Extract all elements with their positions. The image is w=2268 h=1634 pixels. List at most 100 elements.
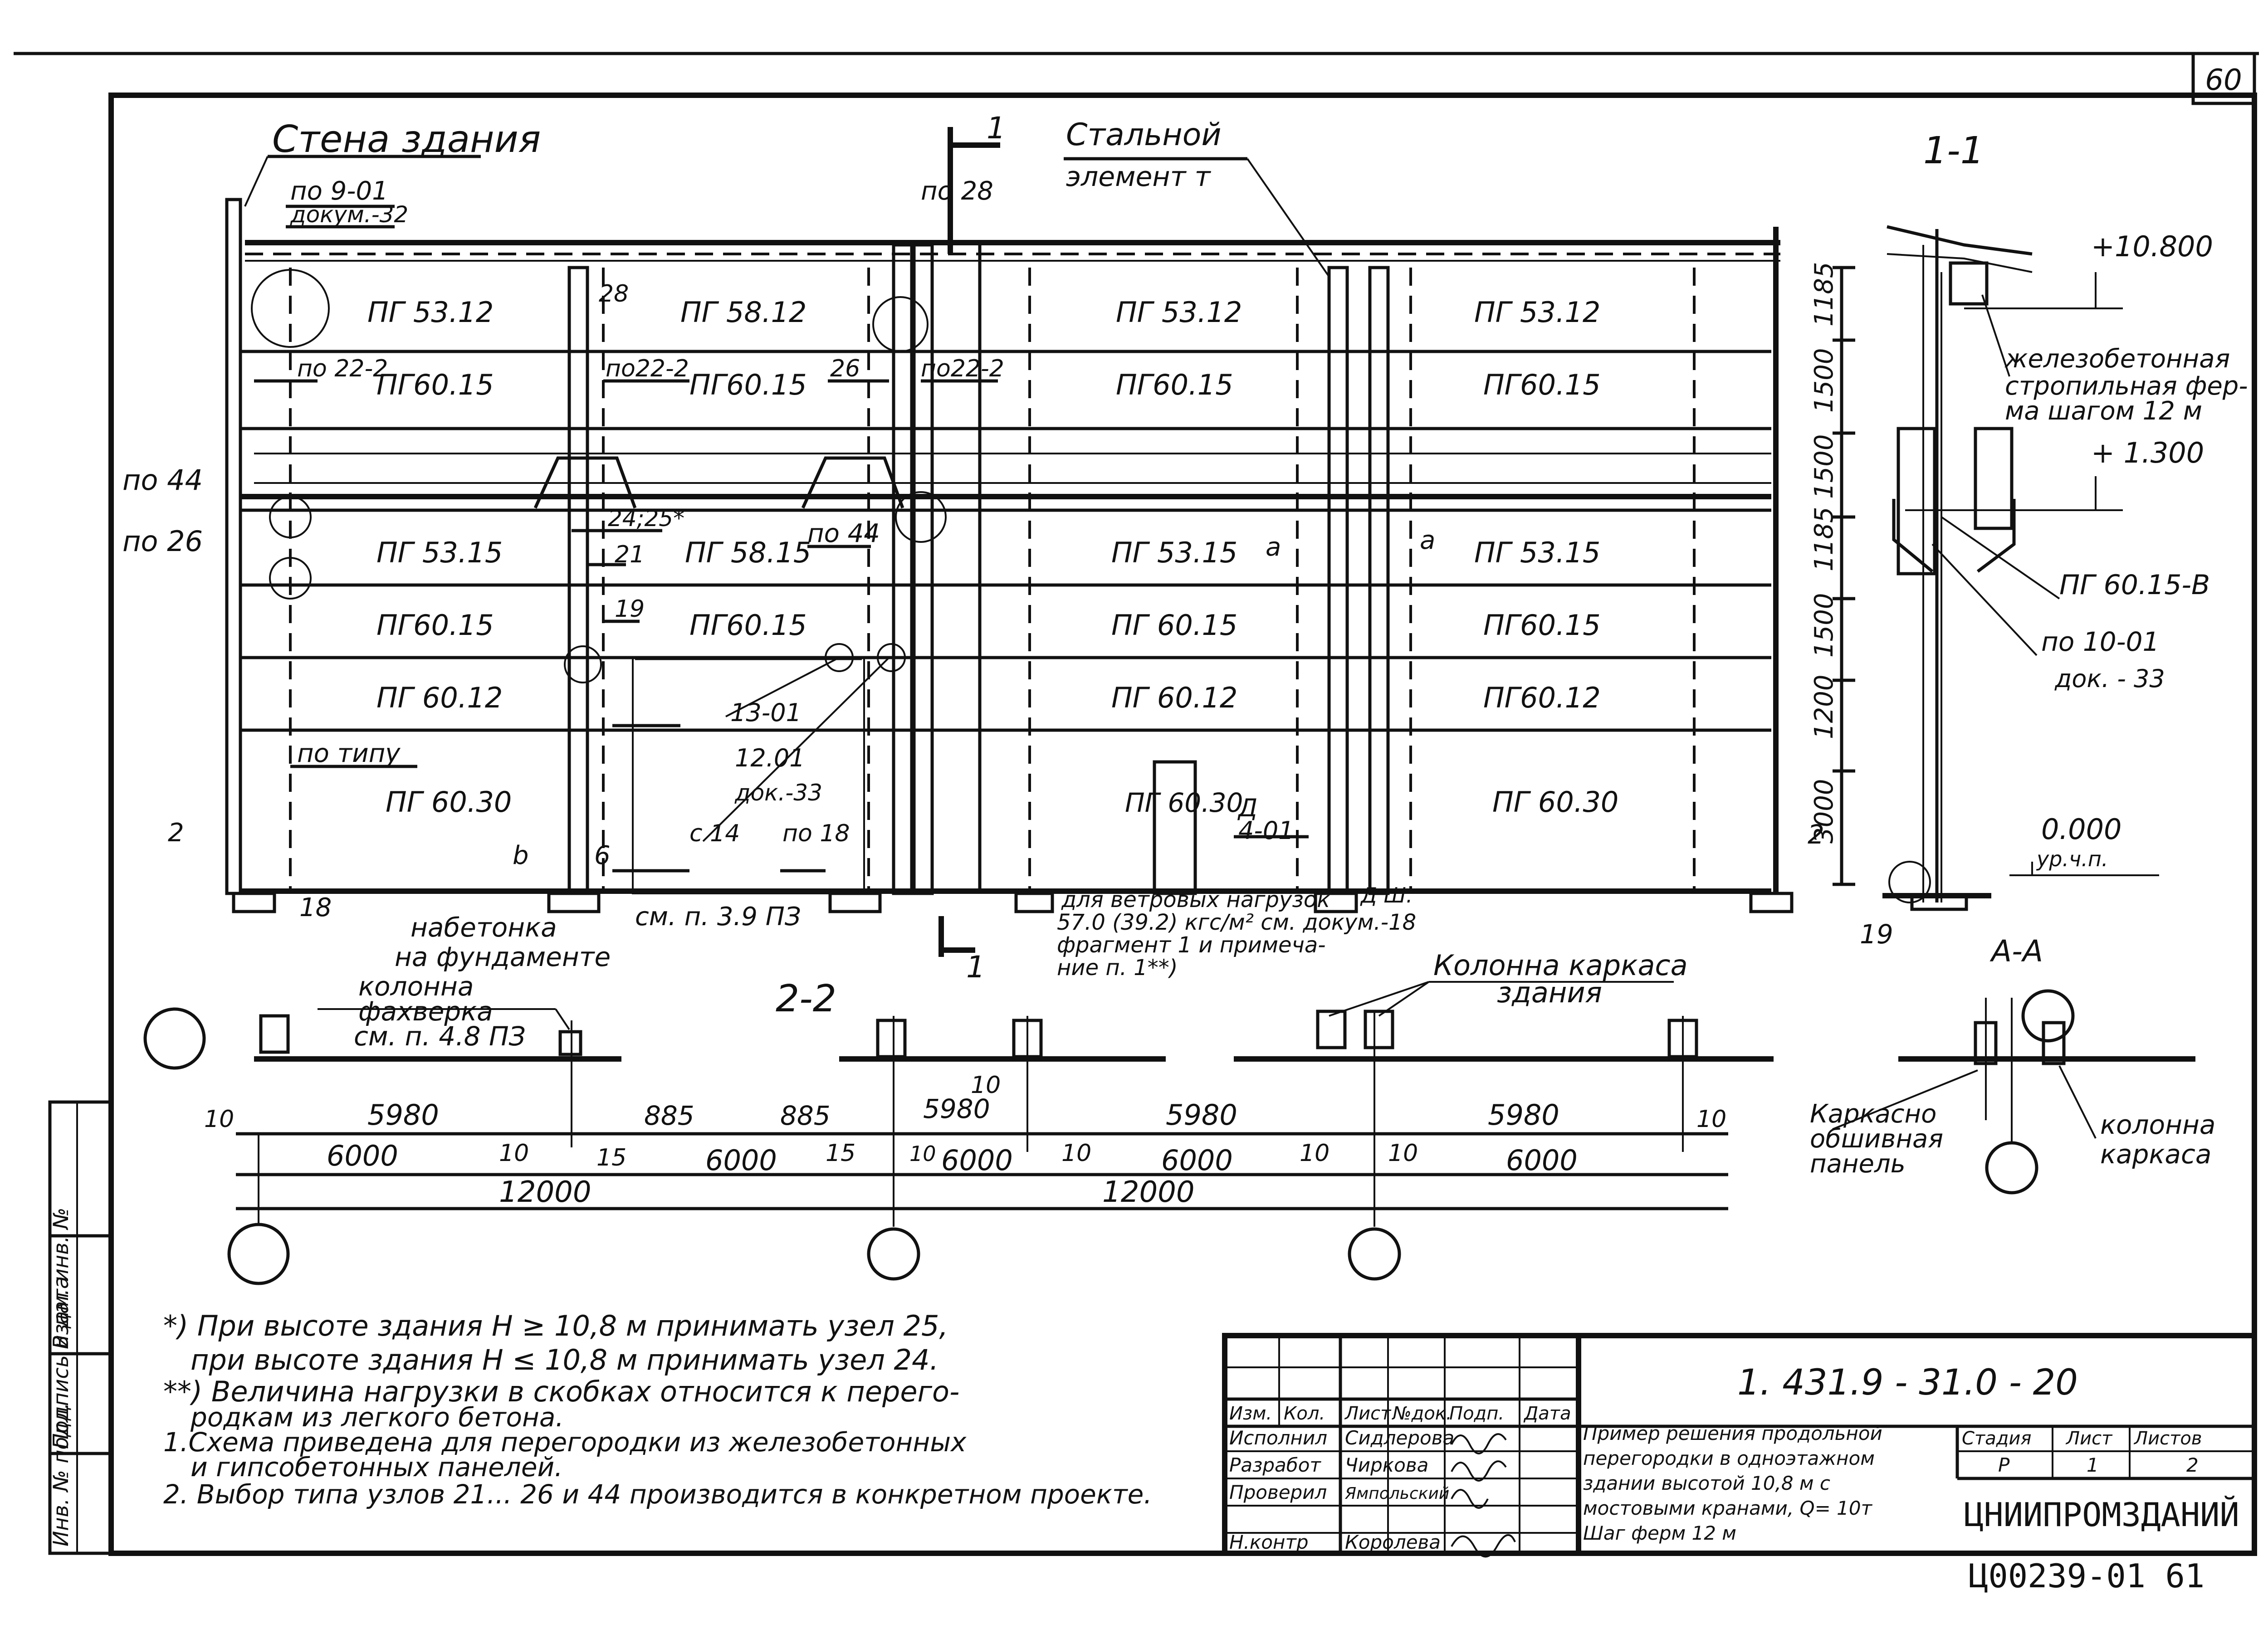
desc-1: Пример решения продольной [1583,1422,1882,1444]
section-1-1-ticks [1833,266,1855,886]
node-2-left: 2 [168,818,184,848]
footnotes: *) При высоте здания Н ≥ 10,8 м принимат… [163,1309,1152,1510]
sheet-value: 1 [2087,1454,2099,1476]
footnote-5: 1.Схема приведена для перегородки из жел… [163,1427,967,1458]
wind-note-3: фрагмент 1 и примеча- [1057,932,1326,958]
signature-4 [1451,1534,1516,1558]
ref-28: по 28 [921,176,993,206]
panel-r1-2: ПГ 58.12 [680,296,807,329]
panel-r1-1: ПГ 53.12 [367,296,494,329]
hdr-data: Дата [1523,1403,1571,1424]
name-2: Чиркова [1345,1454,1428,1476]
panel-labels: ПГ 53.12 ПГ 58.12 ПГ 53.12 ПГ 53.12 ПГ60… [367,296,1618,819]
stage-header: Стадия [1962,1428,2031,1449]
node-24-25: 24;25* [608,505,684,532]
dim-10-c: 10 [1696,1106,1726,1133]
dim-885-b: 885 [780,1100,831,1131]
role-4: Н.контр [1229,1531,1309,1553]
leaders [244,155,1330,873]
hdr-kol: Кол. [1284,1403,1325,1424]
wind-note-2: 57.0 (39.2) кгс/м² см. докум.-18 [1057,910,1416,935]
dim-10-d: 10 [499,1140,529,1167]
panel-rows [240,350,1771,894]
panel-r4-1: ПГ60.15 [376,609,494,642]
desc-2: перегородки в одноэтажном [1583,1447,1875,1469]
role-2: Разработ [1229,1454,1321,1476]
node-28: 28 [599,280,629,307]
dim-6000-d: 6000 [1161,1144,1233,1177]
nabetonka-1: набетонка [411,912,557,943]
frame-col-2: здания [1497,976,1602,1009]
section-mark-top: 1 [987,111,1006,146]
mark-b: b [513,841,529,870]
panel-r5-1: ПГ 60.12 [376,681,503,714]
node-2-section: 2 [1808,819,1824,850]
node-21: 21 [615,541,645,568]
panel-r2-4: ПГ60.15 [1483,368,1601,401]
doc-code: 1. 431.9 - 31.0 - 20 [1737,1362,2078,1403]
mark-a-2: а [1420,526,1435,555]
panel-r3-2: ПГ 58.15 [685,536,811,569]
plan-2-2: 2-2 [143,949,2195,1285]
dim-1500-a: 1500 [1809,348,1839,413]
dim-1500-b: 1500 [1809,434,1839,499]
plan-2-2-title: 2-2 [776,977,836,1020]
panel-r1-3: ПГ 53.12 [1116,296,1242,329]
dim-15-a: 15 [596,1144,626,1171]
signature-3 [1451,1489,1489,1509]
node-markers [251,269,1931,903]
name-3: Ямпольский [1344,1484,1449,1503]
stamp-inv-label: Инв. № подл. [49,1403,73,1546]
signature-1 [1451,1433,1507,1454]
role-3: Проверил [1229,1481,1327,1503]
steel-label-1: Стальной [1066,117,1222,153]
bottom-code: Ц00239-01 61 [1969,1557,2204,1595]
node-12-01: 12.01 [735,744,805,772]
hdr-podp: Подп. [1449,1403,1504,1424]
panel-r1-4: ПГ 53.12 [1474,296,1600,329]
desc-4: мостовыми кранами, Q= 10т [1583,1497,1873,1519]
dim-6000-b: 6000 [705,1144,777,1177]
dim-10-h: 10 [1388,1140,1418,1167]
nabetonka-2: на фундаменте [395,941,611,972]
mark-a-1: а [1266,532,1281,562]
steel-label-2: элемент т [1066,161,1212,193]
name-4: Королева [1345,1531,1441,1553]
signature-2 [1451,1460,1507,1482]
wall-label: Стена здания [272,118,541,161]
dim-5980-c: 5980 [1166,1098,1237,1132]
node-19-section: 19 [1860,919,1893,950]
footnote-1: *) При высоте здания Н ≥ 10,8 м принимат… [163,1309,948,1342]
dim-10-g: 10 [1300,1140,1330,1167]
panel-r6-2: ПГ 60.30 [1125,787,1243,818]
dim-15-b: 15 [826,1140,855,1167]
ref-22-2-b: по22-2 [606,355,689,382]
panel-r5-2: ПГ 60.12 [1111,681,1237,714]
panel-r2-1: ПГ60.15 [376,368,494,401]
panel-r2-3: ПГ60.15 [1116,368,1233,401]
dim-10-a: 10 [204,1106,234,1133]
aa-label-1c: панель [1810,1149,1906,1179]
dim-6000-a: 6000 [327,1139,398,1172]
frame-col-1: Колонна каркаса [1433,949,1688,982]
role-1: Исполнил [1229,1427,1327,1449]
desc-5: Шаг ферм 12 м [1583,1522,1736,1544]
wind-note-4: ние п. 1**) [1057,955,1178,980]
fachwerk-col-1: колонна [358,971,474,1002]
dim-1185-b: 1185 [1809,507,1839,571]
node-12-01-doc: док.-33 [734,780,822,806]
elev-urchp: ур.ч.п. [2036,847,2108,871]
node-26-top: 26 [830,355,860,382]
stage-value: Р [1998,1454,2010,1476]
elev-0000: 0.000 [2041,813,2122,846]
ref-4-01: 4-01 [1238,816,1294,845]
node-13-01: 13-01 [730,698,802,727]
footnote-7: 2. Выбор типа узлов 21... 26 и 44 произв… [163,1479,1152,1510]
ref-9-01: по 9-01 [290,176,388,206]
dim-12000-b: 12000 [1102,1176,1195,1209]
node-18: 18 [299,893,332,922]
footnote-3: **) Величина нагрузки в скобках относитс… [163,1375,959,1408]
foundations [232,892,1794,913]
ref-doc-32: докум.-32 [290,201,408,228]
